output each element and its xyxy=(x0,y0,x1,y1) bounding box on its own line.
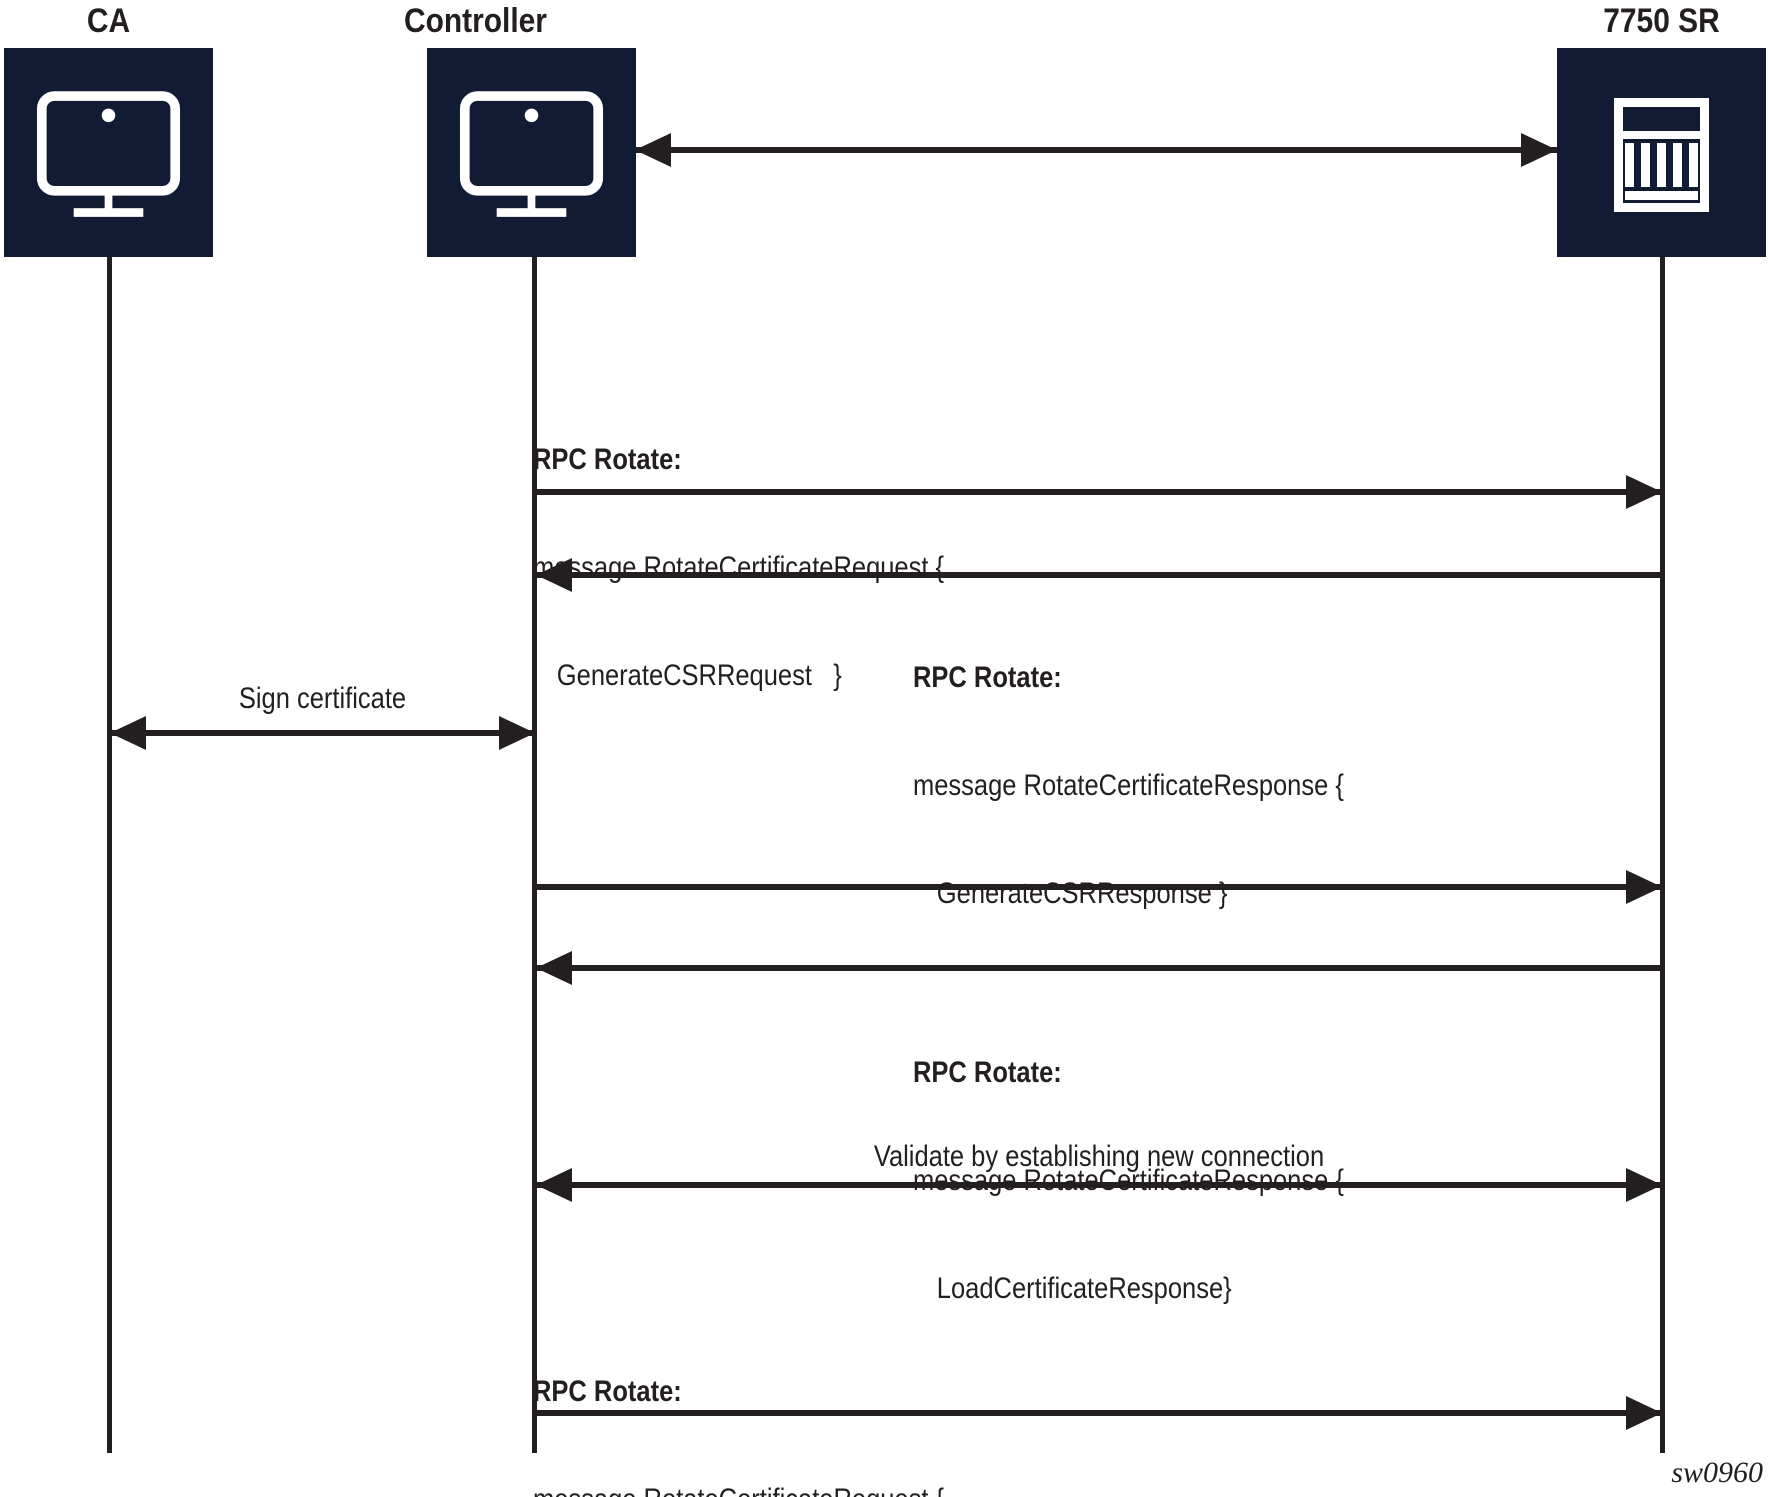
actor-box-7750-sr xyxy=(1557,48,1766,257)
actor-label-ca: CA xyxy=(86,2,131,40)
arrowhead-right xyxy=(1626,475,1662,509)
rpc-generate-csr-request-label: RPC Rotate: message RotateCertificateReq… xyxy=(533,370,944,766)
actor-box-ca xyxy=(4,48,213,257)
rpc-load-certificate-response-label: RPC Rotate: message RotateCertificateRes… xyxy=(913,983,1344,1379)
rpc-finalize-request-label: RPC Rotate: message RotateCertificateReq… xyxy=(533,1302,944,1497)
monitor-icon xyxy=(36,91,181,217)
arrowhead-right xyxy=(1626,1168,1662,1202)
arrowhead-left xyxy=(536,951,572,985)
rpc-load-certificate-response-arrow xyxy=(536,951,1662,985)
sign-certificate-arrow xyxy=(110,716,535,750)
arrowhead-left xyxy=(536,1168,572,1202)
actor-label-7750-sr: 7750 SR xyxy=(1603,2,1720,40)
7750-sr-lifeline xyxy=(1660,257,1665,1453)
arrowhead-right xyxy=(499,716,535,750)
rpc-generate-csr-request-arrow xyxy=(534,475,1662,509)
validate-connection-label: Validate by establishing new connection xyxy=(873,1140,1325,1173)
rpc-generate-csr-response-arrow xyxy=(536,558,1662,592)
rpc-title: RPC Rotate: xyxy=(913,1056,1062,1089)
rpc-generate-csr-response-label: RPC Rotate: message RotateCertificateRes… xyxy=(913,588,1344,984)
rpc-body: message RotateCertificateResponse { xyxy=(913,1164,1344,1197)
rpc-detail: GenerateCSRResponse } xyxy=(936,877,1228,910)
arrowhead-right xyxy=(1626,1396,1662,1430)
monitor-icon xyxy=(459,91,604,217)
arrowhead-left xyxy=(635,133,671,167)
actor-box-controller xyxy=(427,48,636,257)
rpc-title: RPC Rotate: xyxy=(913,661,1062,694)
ca-lifeline xyxy=(107,257,112,1453)
rpc-detail: LoadCertificateResponse} xyxy=(936,1272,1232,1305)
arrowhead-right xyxy=(1521,133,1557,167)
arrowhead-right xyxy=(1626,870,1662,904)
session-arrow xyxy=(635,133,1557,167)
rpc-body: message RotateCertificateResponse { xyxy=(913,769,1344,802)
rpc-finalize-request-arrow xyxy=(534,1396,1662,1430)
rpc-body: message RotateCertificateRequest { xyxy=(533,551,945,584)
rpc-body: message RotateCertificateRequest { xyxy=(533,1482,944,1497)
router-chassis-icon xyxy=(1614,98,1709,212)
rpc-title: RPC Rotate: xyxy=(533,443,682,476)
arrowhead-left xyxy=(536,558,572,592)
arrowhead-left xyxy=(110,716,146,750)
sign-certificate-label: Sign certificate xyxy=(238,682,407,715)
validate-connection-arrow xyxy=(536,1168,1662,1202)
controller-lifeline xyxy=(532,257,537,1453)
figure-code: sw0960 xyxy=(1671,1456,1763,1489)
rpc-title: RPC Rotate: xyxy=(533,1375,682,1408)
load-certificate-request-arrow xyxy=(534,870,1662,904)
actor-label-controller: Controller xyxy=(404,2,547,40)
rpc-detail: GenerateCSRRequest } xyxy=(556,659,842,692)
